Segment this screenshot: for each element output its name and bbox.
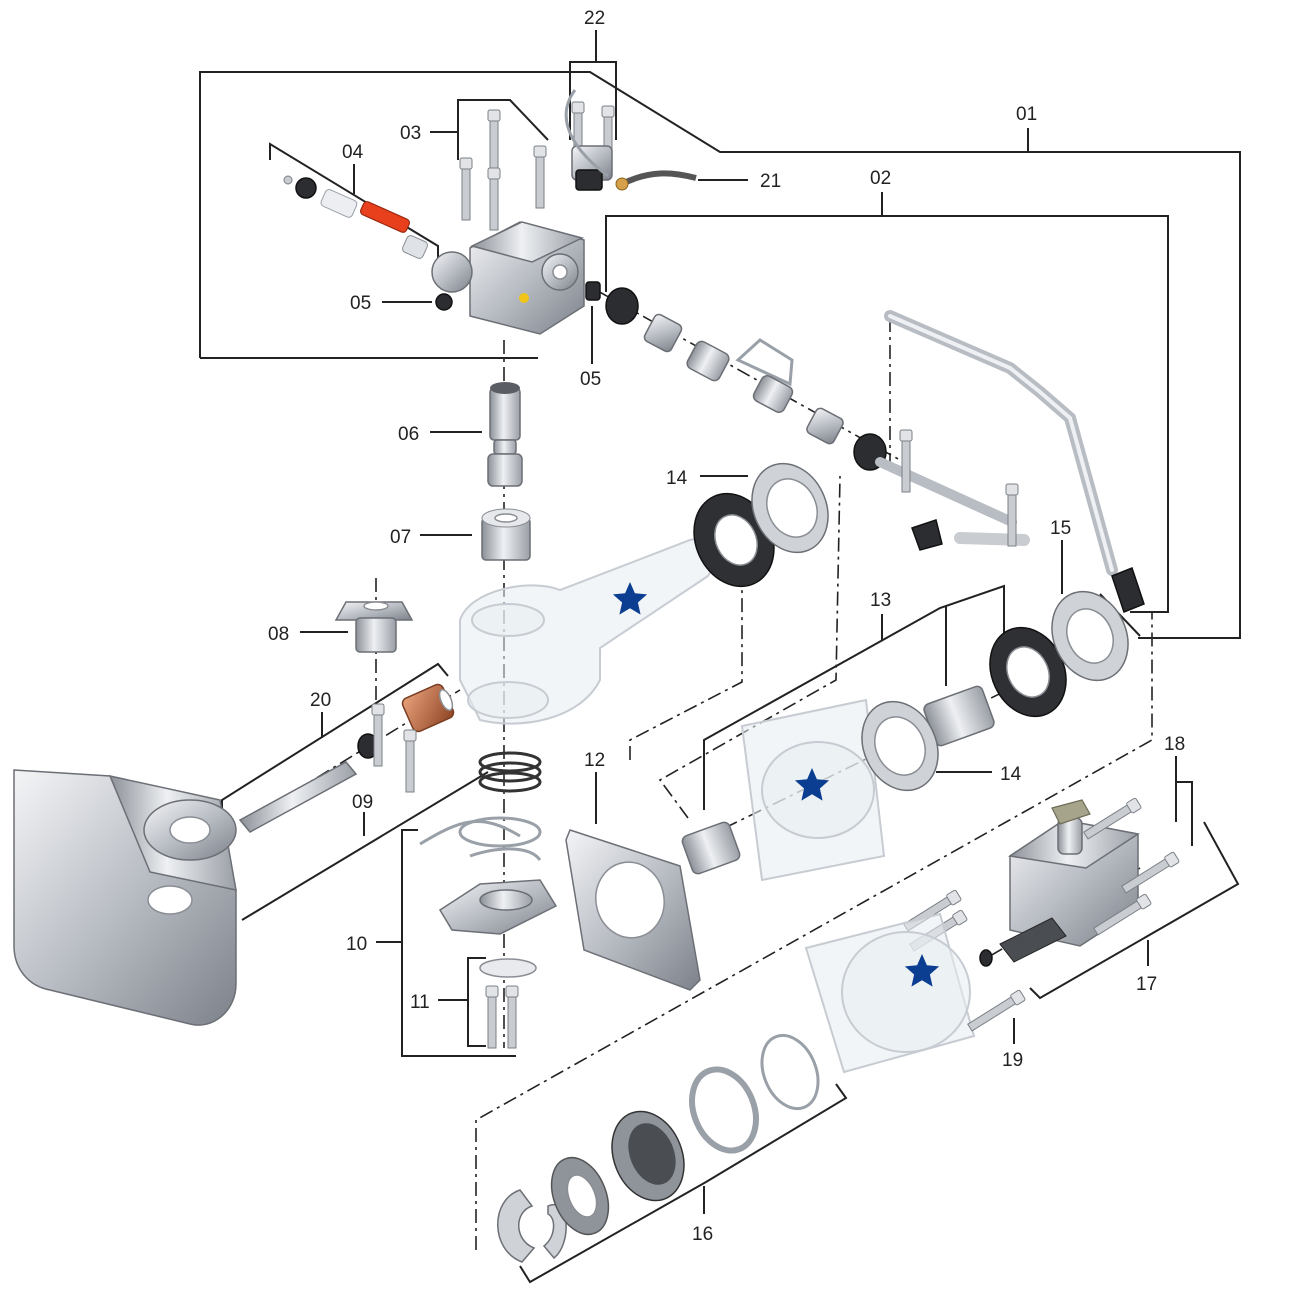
label-01: 01 bbox=[1016, 104, 1037, 125]
part-07-bushing bbox=[481, 508, 531, 561]
label-14-bottom: 14 bbox=[1000, 764, 1022, 785]
star-marker-right bbox=[904, 954, 940, 987]
label-17: 17 bbox=[1136, 974, 1157, 995]
label-11: 11 bbox=[410, 992, 430, 1013]
label-20: 20 bbox=[310, 690, 331, 711]
label-07: 07 bbox=[390, 527, 411, 548]
part-03-bolts bbox=[459, 109, 547, 231]
label-02: 02 bbox=[870, 168, 891, 189]
label-06: 06 bbox=[398, 424, 419, 445]
label-18: 18 bbox=[1164, 734, 1185, 755]
part-12-plate bbox=[565, 829, 701, 991]
label-05-left: 05 bbox=[350, 293, 371, 314]
label-22: 22 bbox=[584, 8, 605, 29]
part-04-spool bbox=[283, 175, 428, 259]
label-21: 21 bbox=[760, 171, 781, 192]
label-13: 13 bbox=[870, 590, 891, 611]
bracket-lines bbox=[199, 30, 1241, 1284]
part-06-plunger bbox=[487, 382, 523, 487]
part-05-plug-left bbox=[435, 293, 453, 311]
label-12: 12 bbox=[584, 750, 605, 771]
ghost-housing-right bbox=[804, 912, 976, 1074]
part-11-screws bbox=[479, 958, 537, 1049]
label-15: 15 bbox=[1050, 518, 1071, 539]
part-14-rings bbox=[693, 462, 1067, 792]
part-17-valve-block bbox=[979, 799, 1140, 967]
part-21-hose bbox=[615, 170, 697, 191]
part-09-spring bbox=[478, 751, 542, 793]
part-10-base bbox=[419, 816, 558, 935]
label-09: 09 bbox=[352, 792, 373, 813]
label-16: 16 bbox=[692, 1224, 713, 1245]
part-05-plug-right bbox=[585, 281, 601, 301]
part-16-ring-set bbox=[497, 1033, 820, 1263]
part-02-actuator bbox=[605, 287, 887, 471]
valve-housing bbox=[431, 221, 585, 335]
label-10: 10 bbox=[346, 934, 367, 955]
star-marker-arm bbox=[612, 582, 648, 615]
ghost-housing-arm bbox=[459, 538, 716, 725]
mount-bracket bbox=[13, 769, 237, 1026]
label-14-top: 14 bbox=[666, 468, 688, 489]
label-05-right: 05 bbox=[580, 369, 601, 390]
part-08-flange-bushing bbox=[334, 601, 414, 653]
label-03: 03 bbox=[400, 123, 421, 144]
label-04: 04 bbox=[342, 142, 364, 163]
part-15-seal bbox=[1051, 590, 1129, 682]
label-08: 08 bbox=[268, 624, 289, 645]
handle-rod bbox=[875, 310, 1145, 613]
ghost-housing-center bbox=[740, 698, 886, 882]
part-22-solenoid bbox=[564, 89, 615, 191]
star-marker-center bbox=[794, 768, 830, 801]
part-labels: 01 02 03 04 05 05 06 07 08 09 10 11 12 1… bbox=[268, 8, 1185, 1245]
label-19: 19 bbox=[1002, 1050, 1023, 1071]
part-13-sleeves bbox=[681, 685, 995, 875]
part-19-bolt bbox=[966, 989, 1027, 1034]
part-20-pin bbox=[238, 683, 455, 833]
